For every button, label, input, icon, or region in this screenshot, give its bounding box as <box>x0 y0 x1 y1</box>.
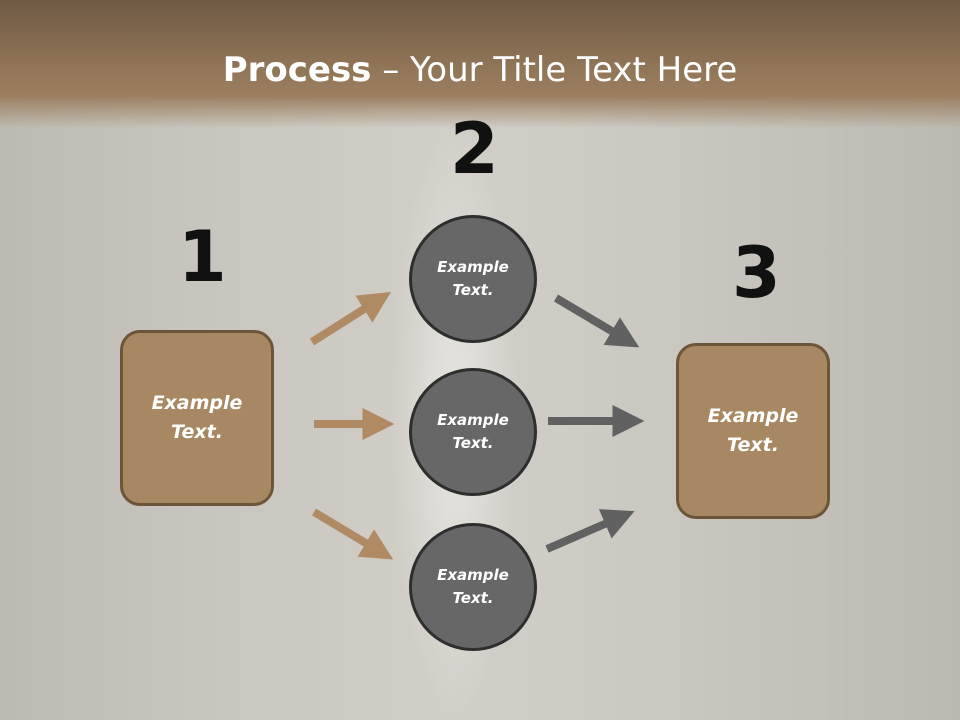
circle-middle-text: Example Text. <box>437 411 509 452</box>
arrow-left-to-top <box>309 292 391 346</box>
left-box-text: Example Text. <box>151 392 243 443</box>
circle-node-bottom: Example Text. <box>409 523 537 651</box>
circle-top-text: Example Text. <box>437 258 509 299</box>
arrow-left-to-bottom <box>311 508 394 560</box>
title-banner <box>0 0 960 128</box>
right-box-text: Example Text. <box>707 405 799 456</box>
arrow-top-to-right <box>553 294 640 348</box>
step-number-2: 2 <box>450 108 499 190</box>
circle-bottom-text: Example Text. <box>437 566 509 607</box>
step-number-3: 3 <box>732 232 781 314</box>
step-number-1: 1 <box>178 216 227 298</box>
title-bold: Process <box>222 50 372 90</box>
circle-node-middle: Example Text. <box>409 368 537 496</box>
title-rest: – Your Title Text Here <box>371 50 738 90</box>
left-process-box: Example Text. <box>120 330 274 506</box>
circle-node-top: Example Text. <box>409 215 537 343</box>
slide-title: Process – Your Title Text Here <box>0 50 960 90</box>
right-process-box: Example Text. <box>676 343 830 519</box>
arrow-bottom-to-right <box>545 509 635 553</box>
